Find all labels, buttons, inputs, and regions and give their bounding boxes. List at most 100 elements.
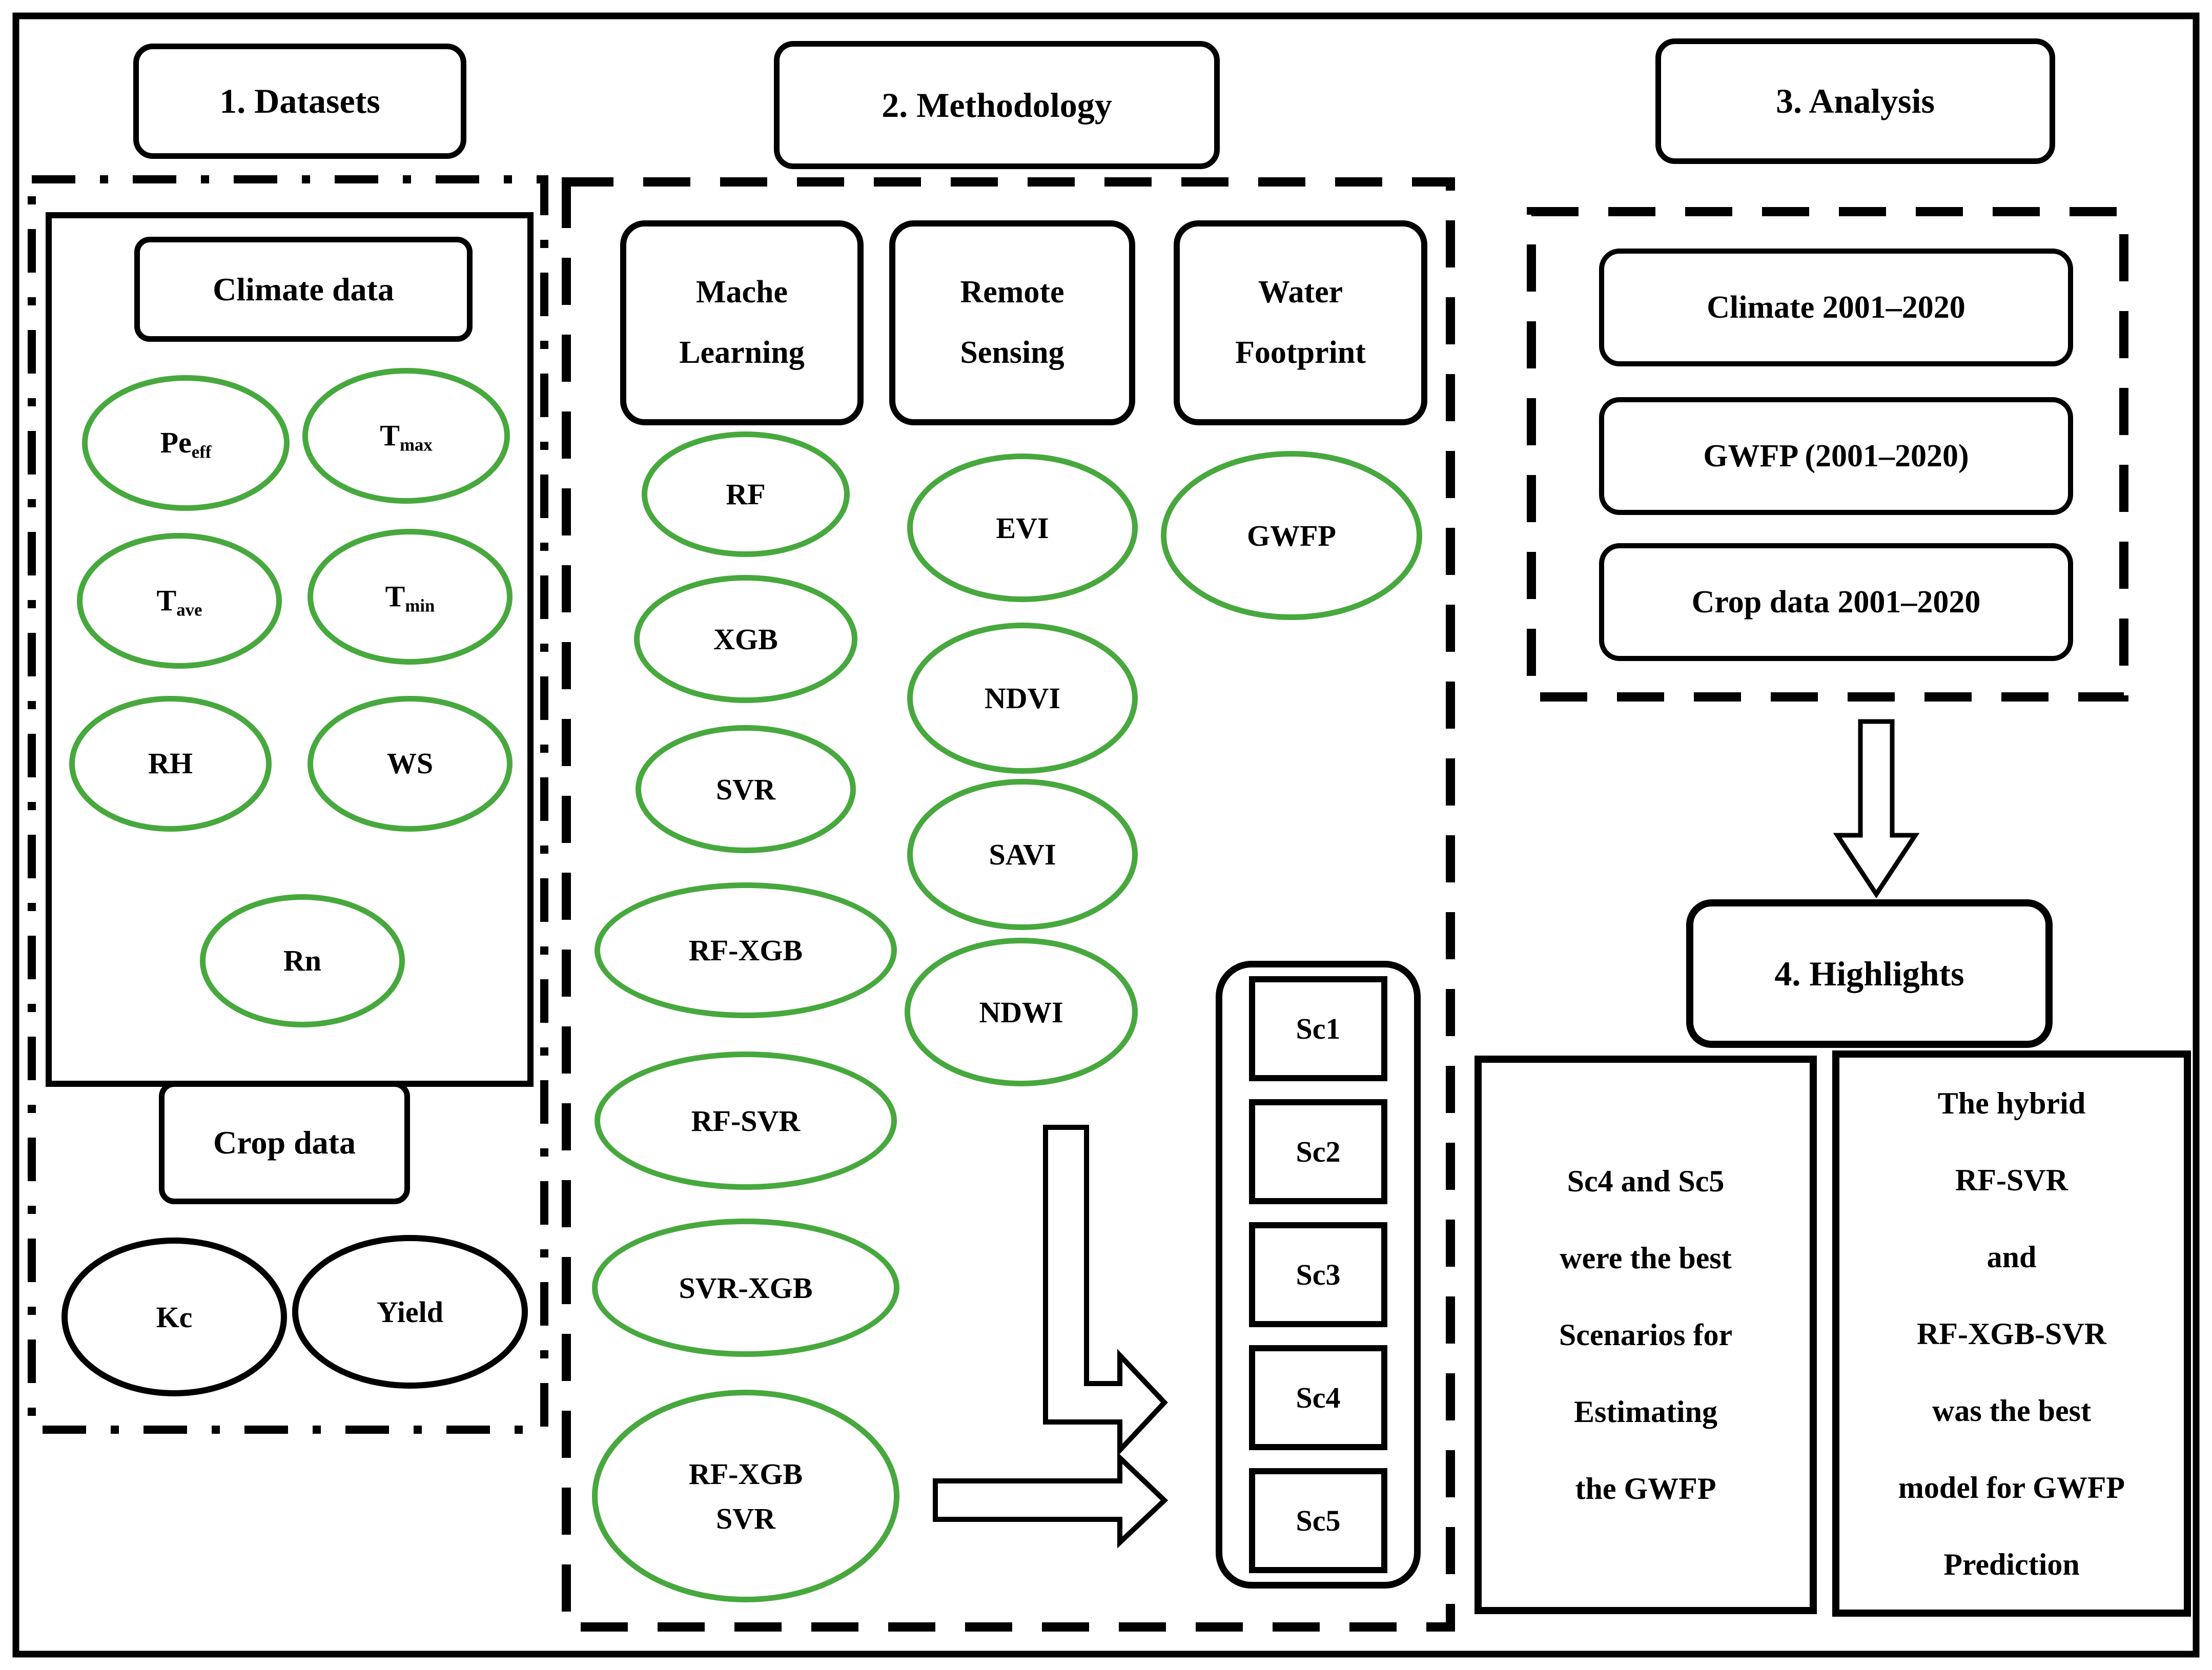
ellipse-label: NDVI [984,682,1061,715]
ellipse-label: SVR [715,772,776,806]
column-header-line: Footprint [1235,335,1366,370]
label-main: T [385,580,405,613]
analysis-item-gwfp: GWFP (2001–2020) [1599,397,2073,515]
ml-ellipse-rf-xgb: RF-XGB [595,882,897,1018]
scenario-label: Sc5 [1296,1504,1341,1537]
highlight-text-line: the GWFP [1575,1472,1716,1506]
column-header-machine-learning: Mache Learning [620,220,864,425]
climate-data-header: Climate data [134,237,473,342]
scenario-box-sc5: Sc5 [1249,1468,1387,1573]
highlight-text-line: Sc4 and Sc5 [1567,1164,1725,1198]
datasets-group-border [28,175,548,1434]
elbow-arrow-icon [1043,1125,1168,1457]
scenario-box-sc1: Sc1 [1249,976,1387,1081]
label-main: RH [148,747,193,780]
rs-ellipse-ndwi: NDWI [905,938,1138,1086]
column-header-line: Water [1258,275,1343,310]
column-header-line: Sensing [960,335,1064,370]
column-header-water-footprint: Water Footprint [1174,220,1427,425]
methodology-group-border [562,177,1455,1632]
wf-ellipse-gwfp: GWFP [1161,451,1422,620]
ellipse-label: GWFP [1247,519,1336,552]
ellipse-label: RF-XGB [688,934,803,967]
label-main: T [380,419,400,452]
ellipse-label: Tmax [380,413,432,459]
ellipse-label: SVR-XGB [679,1271,813,1305]
section-title-methodology: 2. Methodology [774,41,1220,169]
label-sub: max [399,435,433,455]
climate-ellipse-rh: RH [69,696,272,832]
right-arrow-icon [933,1452,1169,1549]
label-sub: eff [191,442,212,462]
analysis-item-climate: Climate 2001–2020 [1599,249,2073,366]
highlight-text-line: were the best [1560,1241,1732,1275]
ellipse-label: RF [726,478,766,511]
scenario-box-sc4: Sc4 [1249,1345,1387,1450]
highlight-text-line: Estimating [1573,1395,1718,1429]
outer-border [12,12,2200,1658]
scenario-label: Sc4 [1296,1381,1341,1414]
rs-ellipse-evi: EVI [907,453,1138,602]
highlight-text-line: Scenarios for [1559,1318,1733,1352]
scenario-label: Sc3 [1296,1258,1341,1291]
column-header-line: Remote [960,275,1064,310]
section-title-label: 1. Datasets [219,81,380,120]
crop-ellipse-kc: Kc [62,1238,287,1396]
label-main: Rn [283,943,322,977]
column-header-line: Mache [695,275,788,310]
highlight-text-line: and [1986,1240,2037,1274]
section-title-analysis: 3. Analysis [1655,38,2055,164]
ellipse-label: XGB [713,622,778,656]
climate-ellipse-tmax: Tmax [302,368,510,504]
ellipse-label: RF-SVR [691,1104,801,1138]
ellipse-label: WS [387,741,433,787]
highlight-text-line: RF-XGB-SVR [1917,1316,2106,1351]
highlight-box-scenarios: Sc4 and Sc5 were the best Scenarios for … [1474,1056,1817,1614]
down-arrow-icon [1833,719,1920,899]
ml-ellipse-svr-xgb: SVR-XGB [592,1219,899,1357]
label-sub: min [405,595,435,616]
rs-ellipse-ndvi: NDVI [907,623,1138,774]
ml-ellipse-rf: RF [642,431,850,557]
ellipse-label-line: SVR [715,1501,776,1535]
label-main: Pe [160,426,192,460]
label-main: T [156,584,177,617]
section-title-highlights: 4. Highlights [1686,899,2053,1048]
section-title-label: 3. Analysis [1776,81,1935,120]
ellipse-label: Kc [156,1300,193,1334]
crop-ellipse-yield: Yield [292,1235,528,1389]
climate-ellipse-rn: Rn [200,894,405,1027]
ellipse-label: Tave [157,578,202,624]
analysis-label: GWFP (2001–2020) [1703,438,1969,473]
ellipse-label: Yield [377,1295,443,1329]
analysis-item-crop: Crop data 2001–2020 [1599,543,2073,661]
climate-ellipse-ws: WS [308,696,513,832]
section-title-datasets: 1. Datasets [133,44,466,159]
column-header-line: Learning [679,335,805,370]
highlight-box-models: The hybrid RF-SVR and RF-XGB-SVR was the… [1832,1050,2191,1617]
climate-data-label: Climate data [213,271,394,307]
analysis-label: Crop data 2001–2020 [1691,584,1981,620]
rs-ellipse-savi: SAVI [907,779,1138,930]
highlight-text-line: model for GWFP [1898,1470,2125,1504]
ellipse-label-line: RF-XGB [688,1457,803,1491]
climate-ellipse-tave: Tave [77,533,282,669]
ellipse-label: Rn [283,938,321,984]
analysis-label: Climate 2001–2020 [1707,290,1965,325]
scenario-box-sc3: Sc3 [1249,1222,1387,1327]
section-title-label: 4. Highlights [1774,954,1964,993]
ellipse-label: RH [148,741,193,787]
scenario-label: Sc1 [1296,1012,1341,1045]
section-title-label: 2. Methodology [882,85,1112,125]
ellipse-label: Tmin [385,574,435,620]
climate-ellipse-peeff: Peeff [82,375,290,511]
label-sub: ave [176,600,202,620]
ellipse-label: Peeff [160,420,212,466]
highlight-text-line: The hybrid [1937,1086,2086,1120]
ml-ellipse-rf-xgb-svr: RF-XGB SVR [592,1390,899,1602]
ellipse-label: SAVI [989,838,1056,871]
climate-ellipse-tmin: Tmin [308,529,513,665]
scenario-box-sc2: Sc2 [1249,1099,1387,1204]
